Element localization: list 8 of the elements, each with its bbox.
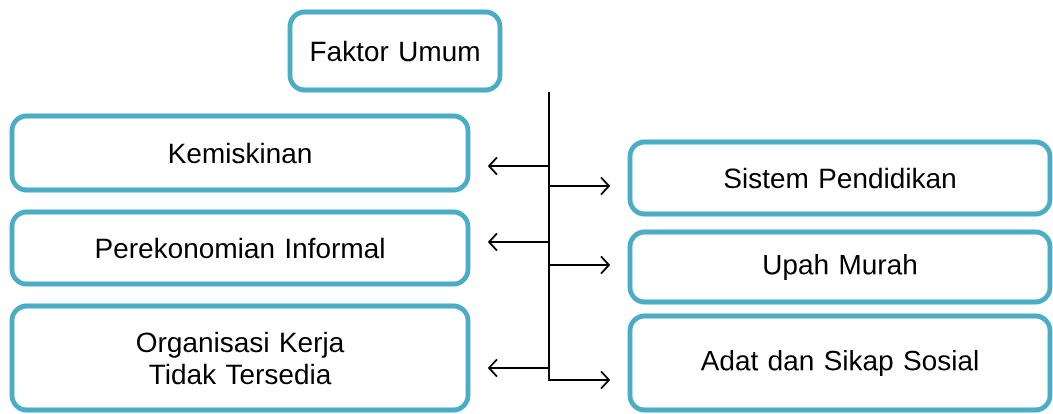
text-box: Faktor Umum <box>287 9 503 93</box>
text-box: Sistem Pendidikan <box>627 139 1053 217</box>
text-box: Perekonomian Informal <box>9 209 471 287</box>
text-box: Upah Murah <box>627 229 1053 305</box>
arrow <box>548 91 611 390</box>
text-box: Organisasi Kerja Tidak Tersedia <box>9 303 471 413</box>
text-box: Kemiskinan <box>9 113 471 193</box>
text-box: Adat dan Sikap Sosial <box>627 313 1053 413</box>
